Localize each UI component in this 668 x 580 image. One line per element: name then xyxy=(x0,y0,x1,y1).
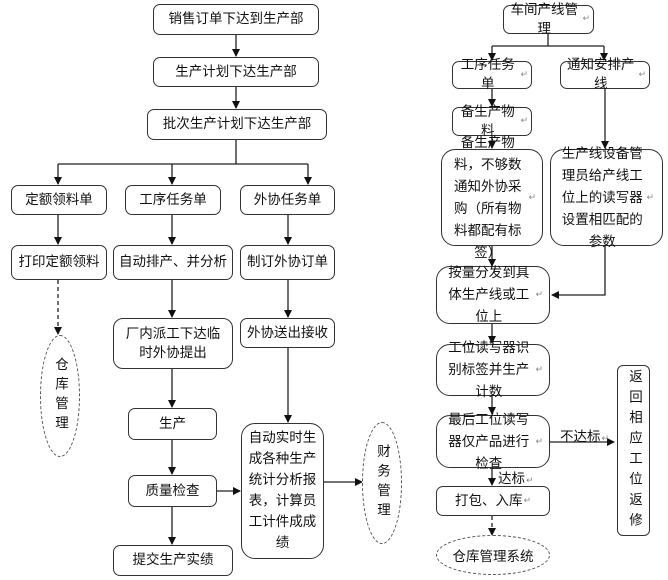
outsourcing-send-box: 外协送出接收 xyxy=(240,318,335,348)
materials-note-box: 备生产物料，不够数通知外协采购（所有物料都配有标签）↵ xyxy=(441,135,543,261)
auto-reports-box: 自动实时生成各种生产统计分析报表，计算员工计件成成绩 xyxy=(241,423,324,559)
production-plan-box: 生产计划下达生产部 xyxy=(153,57,319,87)
auto-schedule-box: 自动排产、并分析 xyxy=(113,245,233,280)
process-task-box: 工序任务单 xyxy=(125,185,221,215)
last-station-check-box: 最后工位读写器仅产品进行检查↵ xyxy=(436,412,550,472)
produce-box: 生产 xyxy=(128,408,217,440)
finance-mgmt-oval: 财务管理 xyxy=(362,422,402,544)
outsourcing-task-box: 外协任务单 xyxy=(240,185,335,215)
distribute-box: 按量分发到具体生产线或工位上↵ xyxy=(436,265,550,325)
station-reader-box: 工位读写器识别标签并生产计数↵ xyxy=(436,340,550,400)
dispatch-temp-box: 厂内派工下达临时外协提出 xyxy=(113,318,233,369)
batch-plan-box: 批次生产计划下达生产部 xyxy=(147,109,327,140)
fail-label: 不达标↵ xyxy=(560,429,610,445)
prepare-materials-box: 备生产物料↵ xyxy=(452,104,532,139)
print-quota-box: 打印定额领料 xyxy=(11,245,107,280)
quota-picking-box: 定额领料单 xyxy=(11,185,107,215)
line-device-setup-box: 生产线设备管理员给产线工位上的读写器设置相匹配的参数↵ xyxy=(550,146,663,250)
notify-line-box: 通知安排产线↵ xyxy=(560,57,650,92)
arrow-setup-to-distribute xyxy=(551,246,606,299)
pass-label: 达标↵ xyxy=(498,471,534,487)
submit-results-box: 提交生产实绩 xyxy=(113,545,233,576)
workshop-line-mgmt-box: 车间产线管理↵ xyxy=(503,2,594,37)
right-process-task-box: 工序任务单↵ xyxy=(452,57,532,92)
sales-order-box: 销售订单下达到生产部 xyxy=(153,4,319,35)
warehouse-system-oval: 仓库管理系统 xyxy=(436,535,550,575)
quality-check-box: 质量检查 xyxy=(128,475,217,507)
warehouse-mgmt-oval: 仓库管理 xyxy=(40,335,80,457)
pack-store-box: 打包、入库↵ xyxy=(436,486,550,516)
make-outsourcing-order-box: 制订外协订单 xyxy=(240,245,335,280)
return-repair-box: 返回相应工位返修 xyxy=(617,365,650,536)
